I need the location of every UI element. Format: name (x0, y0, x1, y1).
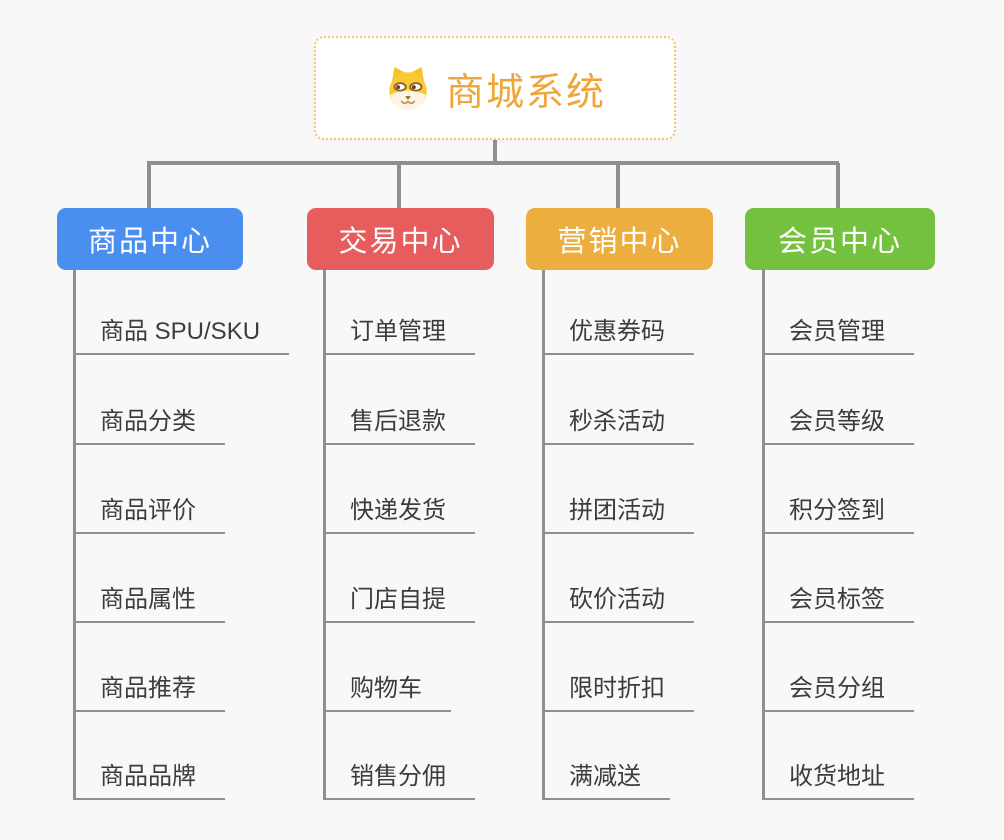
mindmap-node[interactable]: 优惠券码 (542, 319, 694, 355)
mindmap-node[interactable]: 会员分组 (762, 676, 914, 712)
mindmap-node[interactable]: 秒杀活动 (542, 409, 694, 445)
mindmap-node[interactable]: 积分签到 (762, 498, 914, 534)
category-label: 交易中心 (338, 226, 463, 258)
connector-drop-product (147, 163, 151, 208)
mindmap-node[interactable]: 商品属性 (73, 587, 225, 623)
connector-root-stem (493, 140, 497, 163)
category-node-product-center[interactable]: 商品中心 (57, 208, 243, 270)
mindmap-node[interactable]: 售后退款 (323, 409, 475, 445)
connector-branch-member (762, 270, 765, 800)
mindmap-node[interactable]: 收货地址 (762, 764, 914, 800)
connector-drop-trade (397, 163, 401, 208)
mindmap-node[interactable]: 商品品牌 (73, 764, 225, 800)
connector-branch-marketing (542, 270, 545, 800)
category-node-trade-center[interactable]: 交易中心 (307, 208, 494, 270)
mindmap-node[interactable]: 限时折扣 (542, 676, 694, 712)
mindmap-node[interactable]: 拼团活动 (542, 498, 694, 534)
mindmap-node[interactable]: 商品 SPU/SKU (73, 319, 290, 355)
mindmap-node[interactable]: 商品分类 (73, 409, 225, 445)
connector-drop-marketing (616, 163, 620, 208)
shiba-dog-icon (384, 64, 432, 112)
mindmap-node[interactable]: 商品评价 (73, 498, 225, 534)
category-node-marketing-center[interactable]: 营销中心 (526, 208, 713, 270)
category-label: 商品中心 (87, 226, 212, 258)
mindmap-node[interactable]: 会员标签 (762, 587, 914, 623)
category-node-member-center[interactable]: 会员中心 (745, 208, 935, 270)
connector-branch-trade (323, 270, 326, 800)
mindmap-node[interactable]: 砍价活动 (542, 587, 694, 623)
connector-bus (147, 161, 839, 165)
mindmap-node[interactable]: 订单管理 (323, 319, 475, 355)
mindmap-node[interactable]: 快递发货 (323, 498, 475, 534)
mindmap-node[interactable]: 门店自提 (323, 587, 475, 623)
connector-branch-product (73, 270, 76, 800)
mindmap-node[interactable]: 购物车 (323, 676, 451, 712)
category-label: 营销中心 (557, 226, 682, 258)
category-label: 会员中心 (777, 226, 902, 258)
mindmap-node[interactable]: 满减送 (542, 764, 670, 800)
mindmap-node[interactable]: 会员管理 (762, 319, 914, 355)
root-title: 商城系统 (445, 71, 606, 114)
mindmap-node[interactable]: 商品推荐 (73, 676, 225, 712)
mindmap-node[interactable]: 会员等级 (762, 409, 914, 445)
mindmap-node[interactable]: 销售分佣 (323, 764, 475, 800)
root-node[interactable]: 商城系统 (314, 36, 676, 140)
connector-drop-member (836, 163, 840, 208)
